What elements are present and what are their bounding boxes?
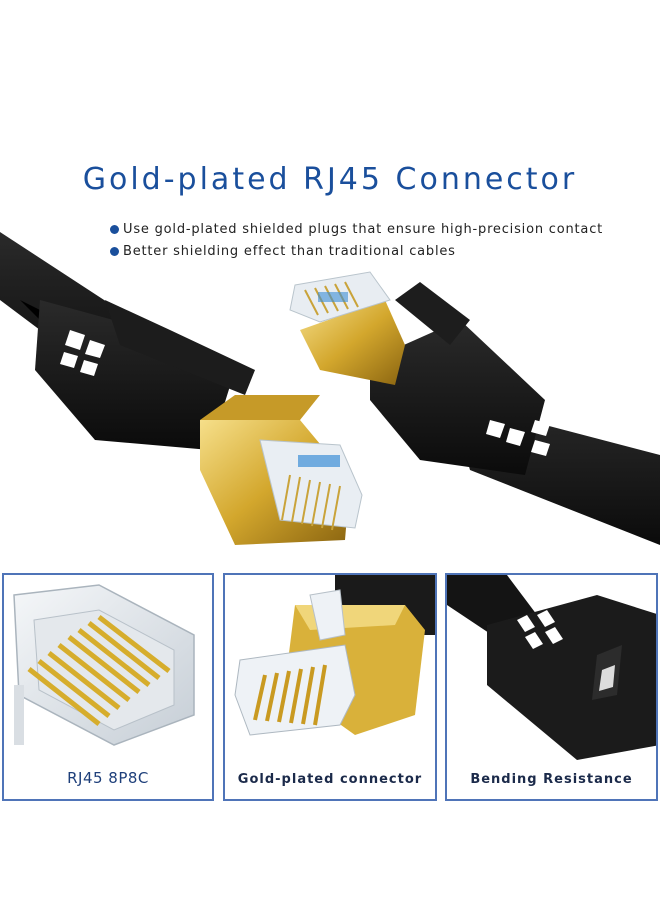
- panel-caption: Gold-plated connector: [237, 772, 423, 787]
- feature-text: Use gold-plated shielded plugs that ensu…: [123, 221, 604, 237]
- panel-bending-resistance: Bending Resistance: [445, 573, 658, 801]
- right-cable-plug: [289, 271, 660, 545]
- feature-item: Use gold-plated shielded plugs that ensu…: [110, 218, 603, 240]
- feature-text: Better shielding effect than traditional…: [123, 243, 456, 259]
- panel-gold-plated-connector: Gold-plated connector: [223, 573, 437, 801]
- bullet-dot-icon: [110, 224, 119, 234]
- flat-cable-bend-icon: [447, 575, 656, 760]
- gold-plated-connector-icon: [234, 575, 435, 736]
- bullet-dot-icon: [110, 246, 119, 256]
- left-cable-plug: [0, 232, 363, 545]
- feature-item: Better shielding effect than traditional…: [110, 240, 603, 262]
- feature-list: Use gold-plated shielded plugs that ensu…: [110, 218, 603, 262]
- page-title: Gold-plated RJ45 Connector: [82, 162, 578, 197]
- hero-cables-image: [0, 232, 660, 545]
- panel-caption: RJ45 8P8C: [67, 769, 149, 787]
- panel-caption: Bending Resistance: [470, 772, 633, 787]
- panel-rj45-8p8c: RJ45 8P8C: [2, 573, 214, 801]
- rj45-plug-closeup-icon: [13, 584, 195, 746]
